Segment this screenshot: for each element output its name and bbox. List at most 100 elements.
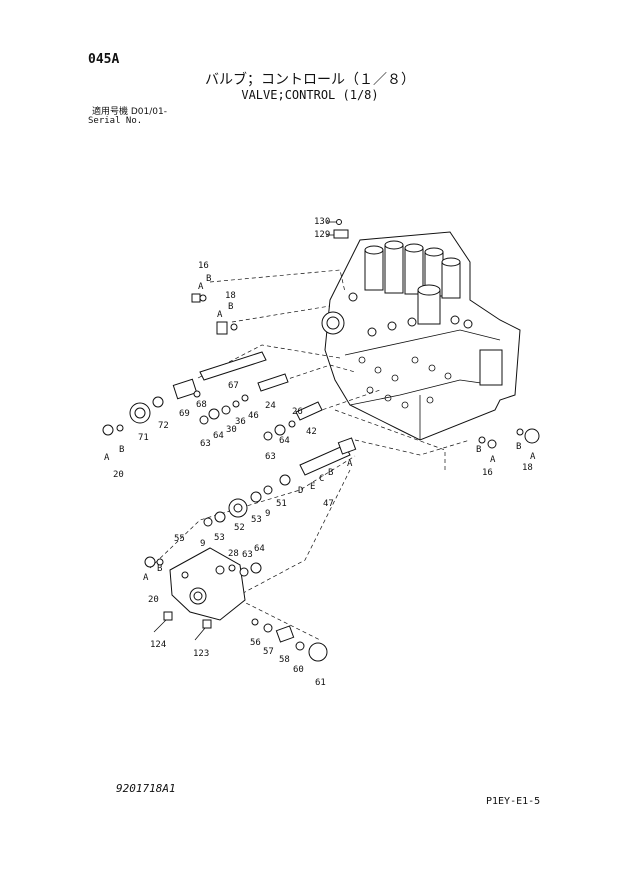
part-63-c bbox=[239, 567, 249, 577]
part-64-c bbox=[250, 562, 262, 574]
callout-60: 60 bbox=[293, 665, 304, 675]
callout-47: 47 bbox=[323, 499, 334, 509]
part-61 bbox=[308, 642, 328, 662]
housing-55 bbox=[169, 547, 246, 621]
callout-a: A bbox=[530, 452, 536, 462]
callout-24: 24 bbox=[265, 401, 276, 411]
callout-61: 61 bbox=[315, 678, 326, 688]
callout-d: D bbox=[298, 486, 303, 496]
bolt-124 bbox=[153, 611, 173, 633]
bolt-123 bbox=[194, 619, 212, 641]
callout-64: 64 bbox=[254, 544, 265, 554]
callout-56: 56 bbox=[250, 638, 261, 648]
spool-42 bbox=[295, 401, 323, 421]
callout-30: 30 bbox=[226, 425, 237, 435]
callout-a: A bbox=[217, 310, 223, 320]
callout-124: 124 bbox=[150, 640, 166, 650]
page-code: 045A bbox=[88, 52, 120, 67]
part-53-a bbox=[250, 491, 262, 503]
callout-129: 129 bbox=[314, 230, 330, 240]
callout-16: 16 bbox=[198, 261, 209, 271]
part-26 bbox=[288, 420, 296, 428]
callout-a: A bbox=[490, 455, 496, 465]
callout-64: 64 bbox=[279, 436, 290, 446]
callout-a: A bbox=[198, 282, 204, 292]
callout-18: 18 bbox=[522, 463, 533, 473]
spool-24 bbox=[257, 373, 289, 392]
part-63-b bbox=[263, 431, 273, 441]
callout-b: B bbox=[328, 468, 333, 478]
callout-28: 28 bbox=[228, 549, 239, 559]
callout-b: B bbox=[157, 564, 162, 574]
callout-58: 58 bbox=[279, 655, 290, 665]
title-english: VALVE;CONTROL (1/8) bbox=[241, 88, 379, 102]
serial-label-english: Serial No. bbox=[88, 116, 143, 126]
part-51 bbox=[279, 474, 291, 486]
part-9-a bbox=[263, 485, 273, 495]
callout-123: 123 bbox=[193, 649, 209, 659]
plug-18-right bbox=[524, 428, 540, 444]
callout-b: B bbox=[119, 445, 124, 455]
callout-72: 72 bbox=[158, 421, 169, 431]
callout-e: E bbox=[310, 482, 315, 492]
callout-26: 26 bbox=[292, 407, 303, 417]
callout-68: 68 bbox=[196, 400, 207, 410]
callout-a: A bbox=[143, 573, 149, 583]
callout-b: B bbox=[228, 302, 233, 312]
page-reference: P1EY-E1-5 bbox=[486, 796, 541, 807]
part-72 bbox=[152, 396, 164, 408]
callout-69: 69 bbox=[179, 409, 190, 419]
callout-16: 16 bbox=[482, 468, 493, 478]
callout-a: A bbox=[347, 459, 353, 469]
title-japanese: バルブ；コントロール（１／８） bbox=[205, 72, 415, 88]
bolt-20-left bbox=[102, 424, 114, 436]
serial-label-japanese: 適用号機 D01/01- bbox=[92, 107, 167, 117]
callout-a: A bbox=[104, 453, 110, 463]
callout-71: 71 bbox=[138, 433, 149, 443]
part-46 bbox=[241, 394, 249, 402]
callout-9: 9 bbox=[265, 509, 270, 519]
part-9-b bbox=[203, 517, 213, 527]
callout-64: 64 bbox=[213, 431, 224, 441]
part-56 bbox=[251, 618, 259, 626]
guide-lines bbox=[149, 269, 471, 641]
part-130-screw bbox=[336, 219, 342, 225]
bolt-20-housing bbox=[144, 556, 156, 568]
part-63-a bbox=[199, 415, 209, 425]
plug-18-left bbox=[216, 321, 238, 335]
callout-130: 130 bbox=[314, 217, 330, 227]
callout-53: 53 bbox=[251, 515, 262, 525]
part-129-plate bbox=[333, 229, 349, 239]
part-53-b bbox=[214, 511, 226, 523]
bolt-16-right bbox=[487, 439, 497, 449]
callout-67: 67 bbox=[228, 381, 239, 391]
callout-57: 57 bbox=[263, 647, 274, 657]
callout-63: 63 bbox=[242, 550, 253, 560]
part-64-a bbox=[208, 408, 220, 420]
part-30 bbox=[221, 405, 231, 415]
callout-18: 18 bbox=[225, 291, 236, 301]
part-68 bbox=[193, 390, 201, 398]
part-58 bbox=[275, 625, 295, 643]
spool-67 bbox=[172, 351, 267, 400]
part-60 bbox=[295, 641, 305, 651]
callout-labels: 13012916BA18BA67696872712446363064632642… bbox=[104, 217, 536, 688]
callout-46: 46 bbox=[248, 411, 259, 421]
part-64-b bbox=[274, 424, 286, 436]
callout-42: 42 bbox=[306, 427, 317, 437]
part-36 bbox=[232, 400, 240, 408]
callout-51: 51 bbox=[276, 499, 287, 509]
callout-20: 20 bbox=[113, 470, 124, 480]
drawing-number: 9201718A1 bbox=[116, 782, 176, 795]
callout-20: 20 bbox=[148, 595, 159, 605]
callout-52: 52 bbox=[234, 523, 245, 533]
part-28 bbox=[228, 564, 236, 572]
callout-63: 63 bbox=[265, 452, 276, 462]
part-57 bbox=[263, 623, 273, 633]
callout-b: B bbox=[476, 445, 481, 455]
callout-63: 63 bbox=[200, 439, 211, 449]
spool-47 bbox=[299, 437, 357, 476]
callout-b: B bbox=[206, 274, 211, 284]
callout-9: 9 bbox=[200, 539, 205, 549]
